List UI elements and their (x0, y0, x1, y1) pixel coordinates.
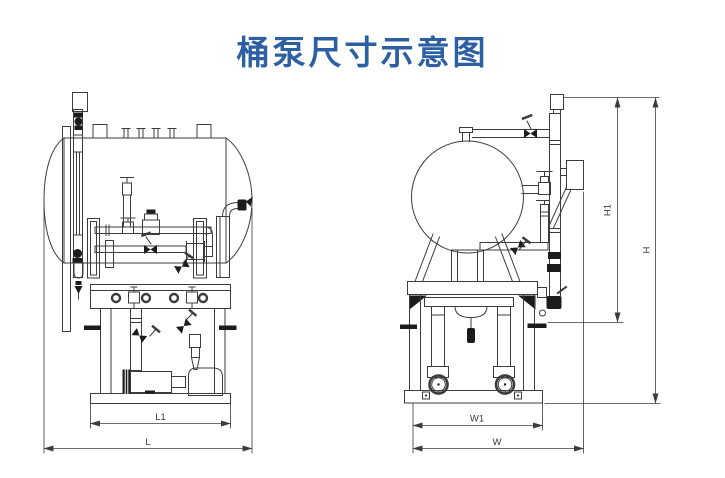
front-piping (87, 177, 253, 279)
pipe-fitting-icons (546, 252, 562, 309)
dim-L: L (43, 207, 253, 454)
side-pumps (424, 297, 516, 395)
side-tank (411, 127, 524, 254)
dim-label-H1: H1 (603, 204, 614, 216)
front-view: L1 L (43, 92, 253, 454)
gauge-valve-icon (72, 112, 83, 294)
dim-label-L: L (145, 437, 150, 448)
tank-saddle (414, 233, 521, 283)
page-title: 桶泵尺寸示意图 (236, 33, 489, 72)
side-view: W1 W H1 H (400, 94, 661, 454)
dim-label-W1: W1 (470, 414, 484, 425)
side-skid-frame (400, 281, 547, 404)
dim-W1: W1 (412, 402, 543, 454)
dim-label-W: W (493, 437, 502, 448)
dim-label-L1: L1 (155, 412, 166, 423)
pump-coupling-icon (494, 374, 516, 395)
level-gauge (62, 92, 88, 332)
elbow-fitting-icon (237, 196, 253, 211)
pump-coupling-icon (428, 374, 449, 395)
side-piping (472, 94, 584, 309)
front-skid-frame (84, 284, 237, 404)
dim-H: H (544, 97, 661, 404)
front-tank (43, 124, 253, 264)
front-pump (122, 308, 223, 396)
dim-L1: L1 (90, 403, 231, 429)
dim-label-H: H (642, 246, 653, 253)
dim-H1: H1 (547, 97, 660, 323)
